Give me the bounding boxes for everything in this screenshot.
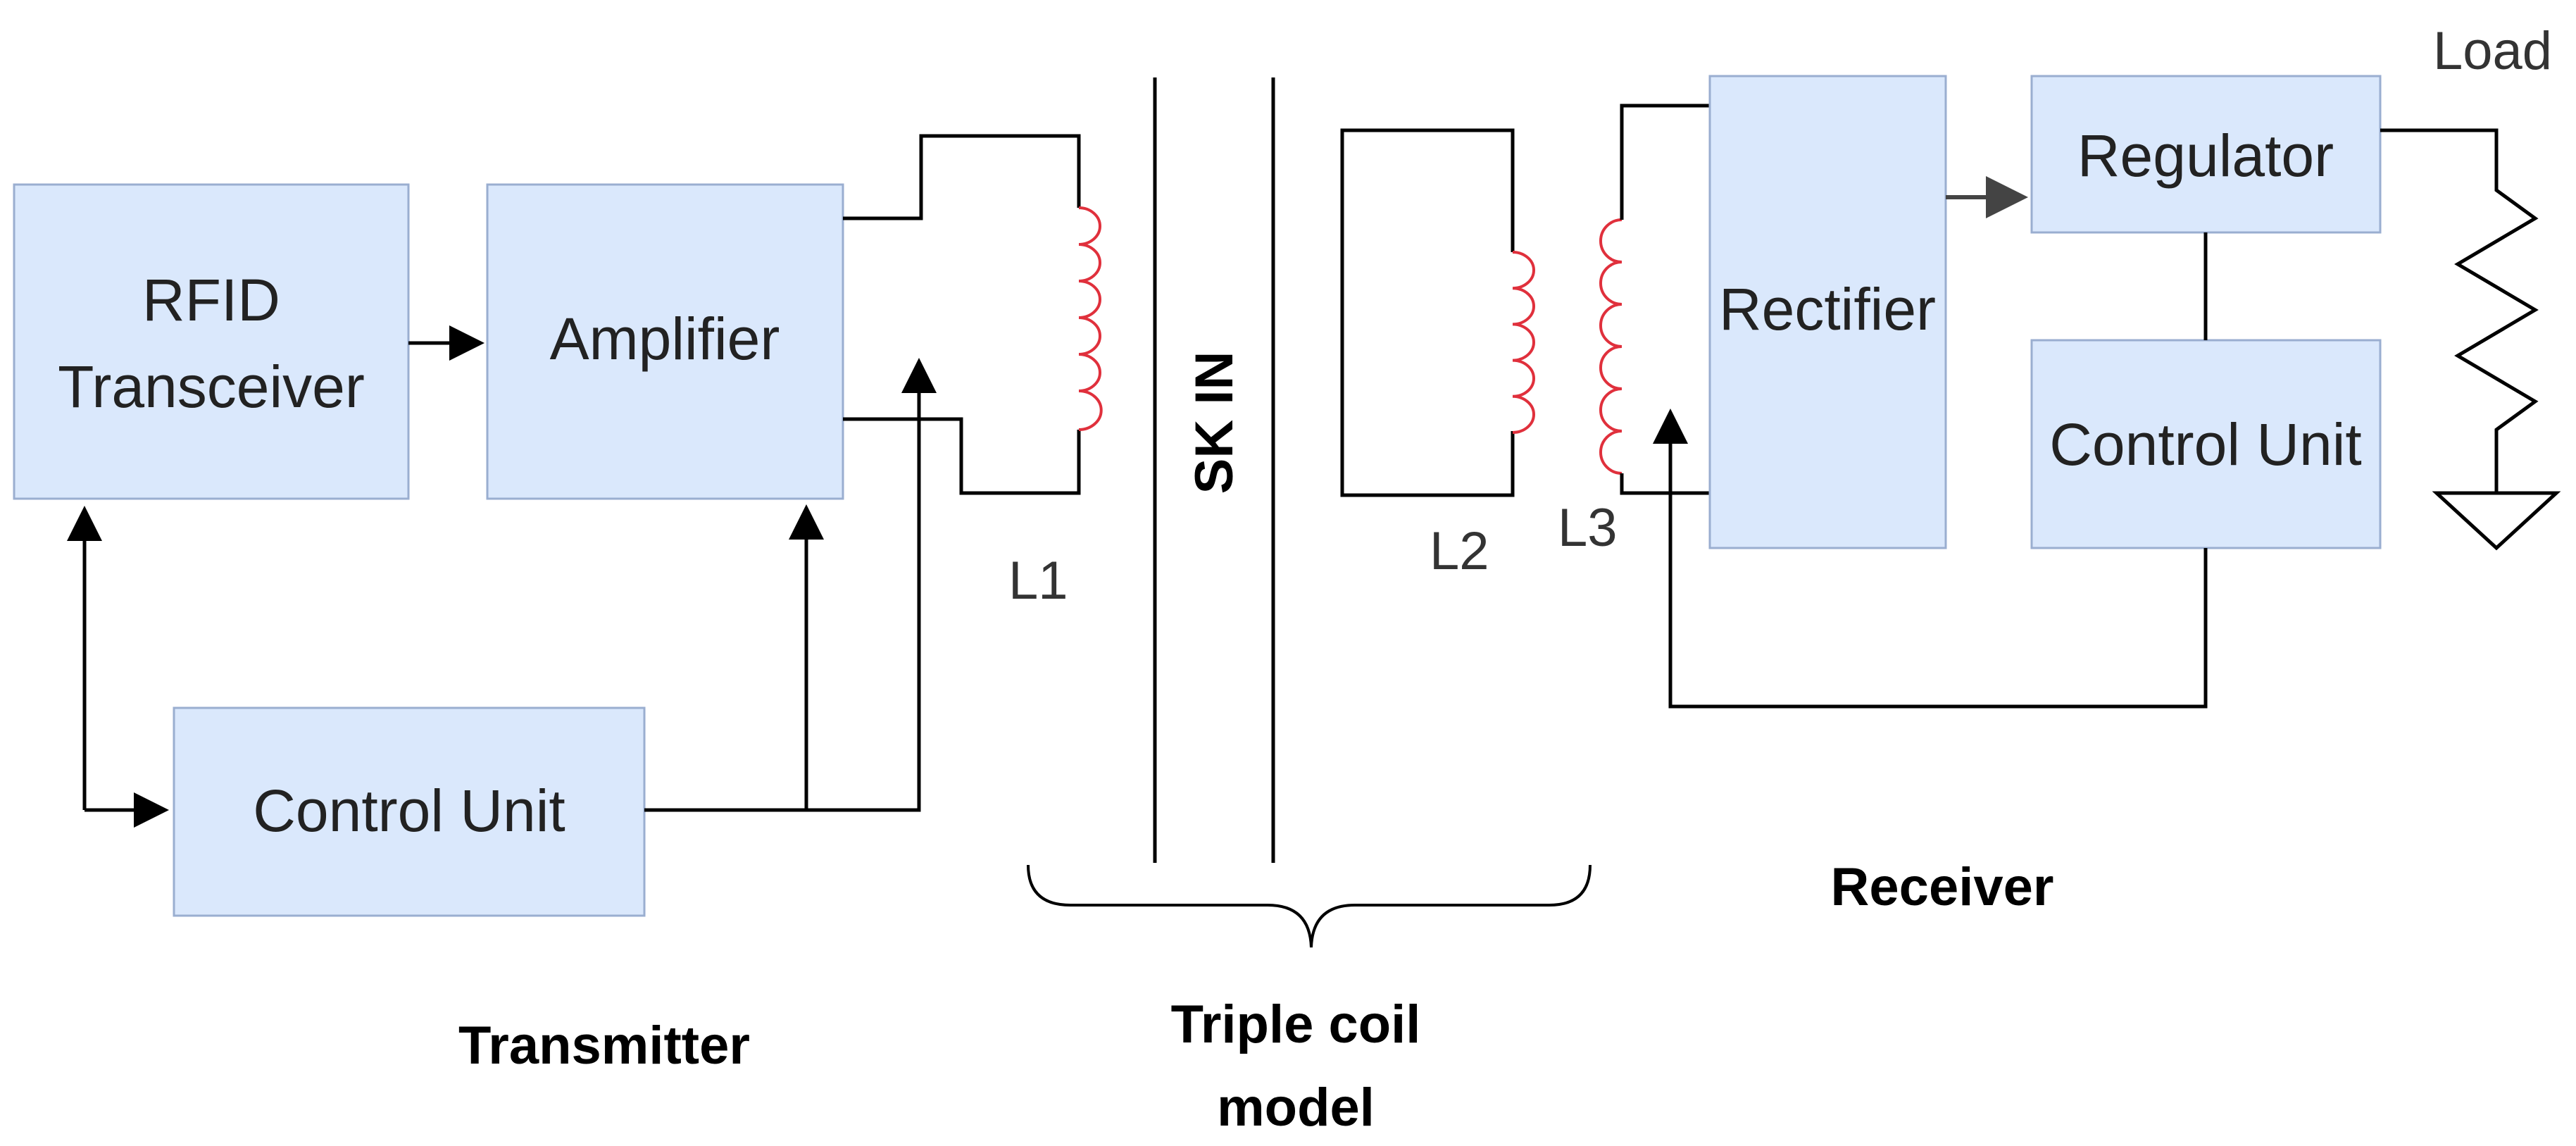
rectifier-label: Rectifier (1719, 276, 1936, 342)
triple-coil-label-line1: Triple coil (1171, 995, 1421, 1054)
control-to-coil-arrow (644, 358, 937, 812)
coil-l3-label: L3 (1558, 498, 1618, 558)
rfid-label-line2: Transceiver (58, 354, 365, 420)
triple-coil-brace (1027, 864, 1592, 948)
coil-l3-top-wire (1620, 104, 1710, 220)
skin-label: SK IN (1184, 351, 1244, 494)
coil-l3 (1599, 218, 1622, 475)
coil-l3-bottom-wire (1620, 473, 1710, 495)
rfid-label-line1: RFID (142, 267, 280, 333)
coil-l1 (1078, 206, 1103, 431)
regulator-label: Regulator (2077, 123, 2334, 189)
rfid-transceiver-block (13, 183, 410, 500)
rx-control-unit-block (2030, 339, 2382, 549)
coil-l2-label: L2 (1430, 521, 1489, 581)
rx-control-unit-label: Control Unit (2049, 411, 2362, 478)
coil-l2-loop (1340, 128, 1515, 497)
ground-icon (2432, 491, 2561, 551)
amplifier-top-wire (843, 134, 1081, 220)
coil-l2 (1512, 251, 1535, 434)
amplifier-label: Amplifier (550, 306, 780, 372)
rectifier-block (1708, 75, 1947, 549)
amplifier-block (486, 183, 844, 500)
receiver-section-label: Receiver (1831, 857, 2054, 917)
regulator-block (2030, 75, 2382, 234)
coil-l1-label: L1 (1008, 551, 1068, 611)
load-resistor (2380, 128, 2539, 493)
tx-control-unit-label: Control Unit (253, 778, 565, 844)
tx-control-unit-block (173, 706, 646, 917)
amplifier-bottom-wire (843, 417, 1081, 495)
transmitter-section-label: Transmitter (458, 1016, 750, 1076)
triple-coil-label-line2: model (1217, 1078, 1375, 1138)
control-feedback-arrow (1653, 409, 2208, 709)
load-label: Load (2433, 21, 2552, 81)
